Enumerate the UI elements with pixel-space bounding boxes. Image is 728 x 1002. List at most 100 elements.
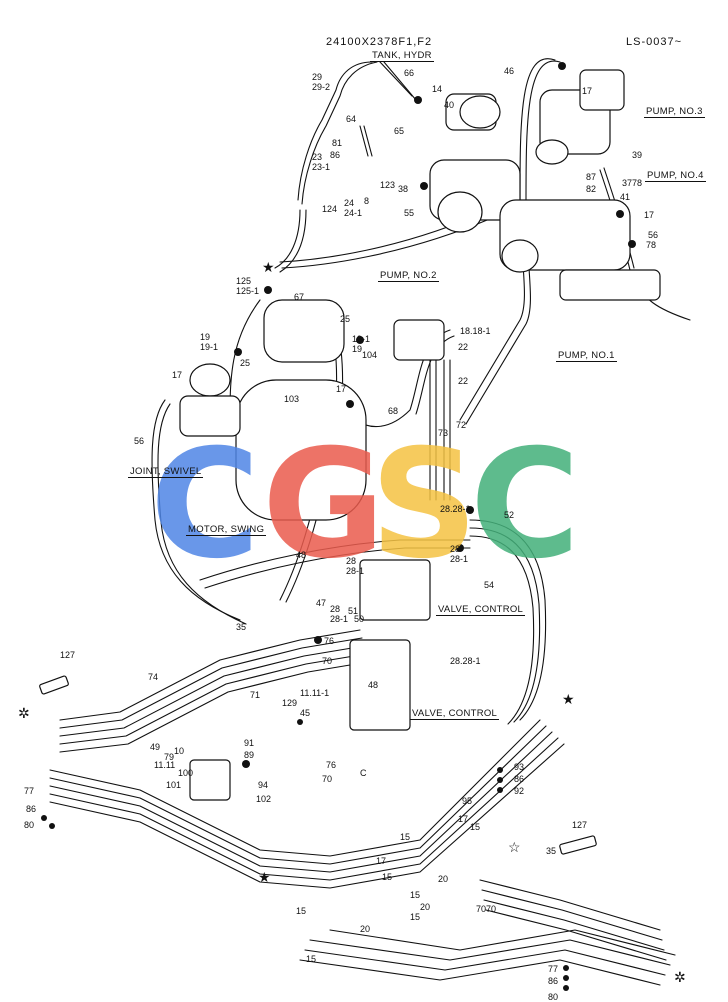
callout-label: 17: [582, 86, 593, 96]
callout-label: 19: [200, 332, 211, 342]
callout-label: 125: [236, 276, 252, 286]
plate-127-right: [559, 835, 597, 855]
callout-label: 11.11-1: [300, 688, 330, 698]
callout-label: 70: [476, 904, 487, 914]
wheel-marker-right: ✲: [674, 969, 686, 985]
callout-label: 123: [380, 180, 396, 190]
callout-label: 82: [586, 184, 597, 194]
callout-label: 129: [282, 698, 298, 708]
callout-label: 56: [648, 230, 659, 240]
hose-tank-return: [297, 61, 373, 201]
callout-label: 86: [548, 976, 559, 986]
callout-label: 19-1: [352, 334, 371, 344]
caption-pump-no4: PUMP, NO.4: [645, 170, 706, 182]
callout-label: 17: [458, 814, 469, 824]
callout-label: 22: [458, 342, 469, 352]
callout-label: 15: [306, 954, 317, 964]
watermark-letter-g: G: [262, 418, 386, 592]
callout-label: 29-2: [312, 82, 331, 92]
callout-label: 28.28-1: [440, 504, 471, 514]
star-marker-2: ★: [562, 691, 575, 707]
callout-label: 18.18-1: [460, 326, 491, 336]
callout-label: 15: [296, 906, 307, 916]
callout-label: 39: [632, 150, 643, 160]
callout-label: 64: [346, 114, 357, 124]
callout-label: 45: [300, 708, 311, 718]
callout-label: 73: [438, 428, 449, 438]
callout-label: 93: [514, 762, 525, 772]
callout-label: 28-1: [346, 566, 365, 576]
callout-label: 47: [316, 598, 327, 608]
callout-label: 17: [172, 370, 183, 380]
callout-label: 17: [376, 856, 387, 866]
callout-label: 38: [398, 184, 409, 194]
wheel-marker-left: ✲: [18, 705, 30, 721]
callout-label: 70: [322, 774, 333, 784]
callout-label: 100: [178, 768, 194, 778]
caption-motor-swing: MOTOR, SWING: [186, 524, 267, 536]
star-marker-1: ★: [262, 259, 275, 275]
callout-label: 14: [432, 84, 443, 94]
caption-pump-no2: PUMP, NO.2: [378, 270, 439, 282]
callout-label: 127: [572, 820, 588, 830]
callout-label: 124: [322, 204, 338, 214]
callout-label: 15: [382, 872, 393, 882]
callout-label: 48: [368, 680, 379, 690]
callout-label: 28: [330, 604, 341, 614]
callout-label: 76: [326, 760, 337, 770]
callout-label: 104: [362, 350, 378, 360]
callout-label: 19-1: [200, 342, 219, 352]
callout-label: 76: [324, 636, 335, 646]
callout-label: 22: [458, 376, 469, 386]
callout-label: 92: [514, 786, 525, 796]
callout-label: 78: [632, 178, 643, 188]
callout-label: 65: [394, 126, 405, 136]
callout-label: 35: [236, 622, 247, 632]
callout-label: 23-1: [312, 162, 331, 172]
callout-label: 95: [462, 796, 473, 806]
callout-label: 19: [352, 344, 363, 354]
callout-label: 103: [284, 394, 300, 404]
star-marker-3: ★: [258, 869, 271, 885]
motor-swing-body: [235, 379, 367, 521]
callout-label: 15: [410, 912, 421, 922]
callout-label: 66: [404, 68, 415, 78]
star-outline-marker: ☆: [508, 839, 521, 855]
callout-label: 72: [456, 420, 467, 430]
caption-joint-swivel: JOINT, SWIVEL: [128, 466, 204, 478]
valve-control-1-body: [359, 559, 431, 621]
callout-label: 86: [26, 804, 37, 814]
callout-label: 15: [470, 822, 481, 832]
callout-label: 48: [296, 550, 307, 560]
callout-label: C: [360, 768, 367, 778]
callout-label: 56: [134, 436, 145, 446]
valve-control-2-body: [349, 639, 411, 731]
callout-label: 91: [244, 738, 255, 748]
callout-label: 86: [514, 774, 525, 784]
callout-label: 40: [444, 100, 455, 110]
watermark-letter-c1: C: [150, 418, 261, 592]
callout-label: 15: [400, 832, 411, 842]
callout-label: 54: [484, 580, 495, 590]
watermark-letter-s: S: [370, 418, 479, 592]
plate-127-left: [39, 675, 69, 695]
callout-label: 24: [344, 198, 355, 208]
callout-label: 37: [622, 178, 633, 188]
callout-label: 55: [404, 208, 415, 218]
callout-label: 52: [504, 510, 515, 520]
callout-label: 25: [240, 358, 251, 368]
callout-label: 11.11: [154, 760, 176, 770]
callout-label: 46: [504, 66, 515, 76]
caption-valve-control-1: VALVE, CONTROL: [436, 604, 526, 616]
callout-label: 23: [312, 152, 323, 162]
callout-label: 28: [346, 556, 357, 566]
caption-pump-no3: PUMP, NO.3: [644, 106, 705, 118]
callout-label: 101: [166, 780, 182, 790]
callout-label: 81: [332, 138, 343, 148]
callout-label: 87: [586, 172, 597, 182]
callout-label: 51: [348, 606, 359, 616]
callout-label: 49: [150, 742, 161, 752]
callout-label: 17: [336, 384, 347, 394]
callout-label: 127: [60, 650, 76, 660]
callout-label: 80: [548, 992, 559, 1002]
